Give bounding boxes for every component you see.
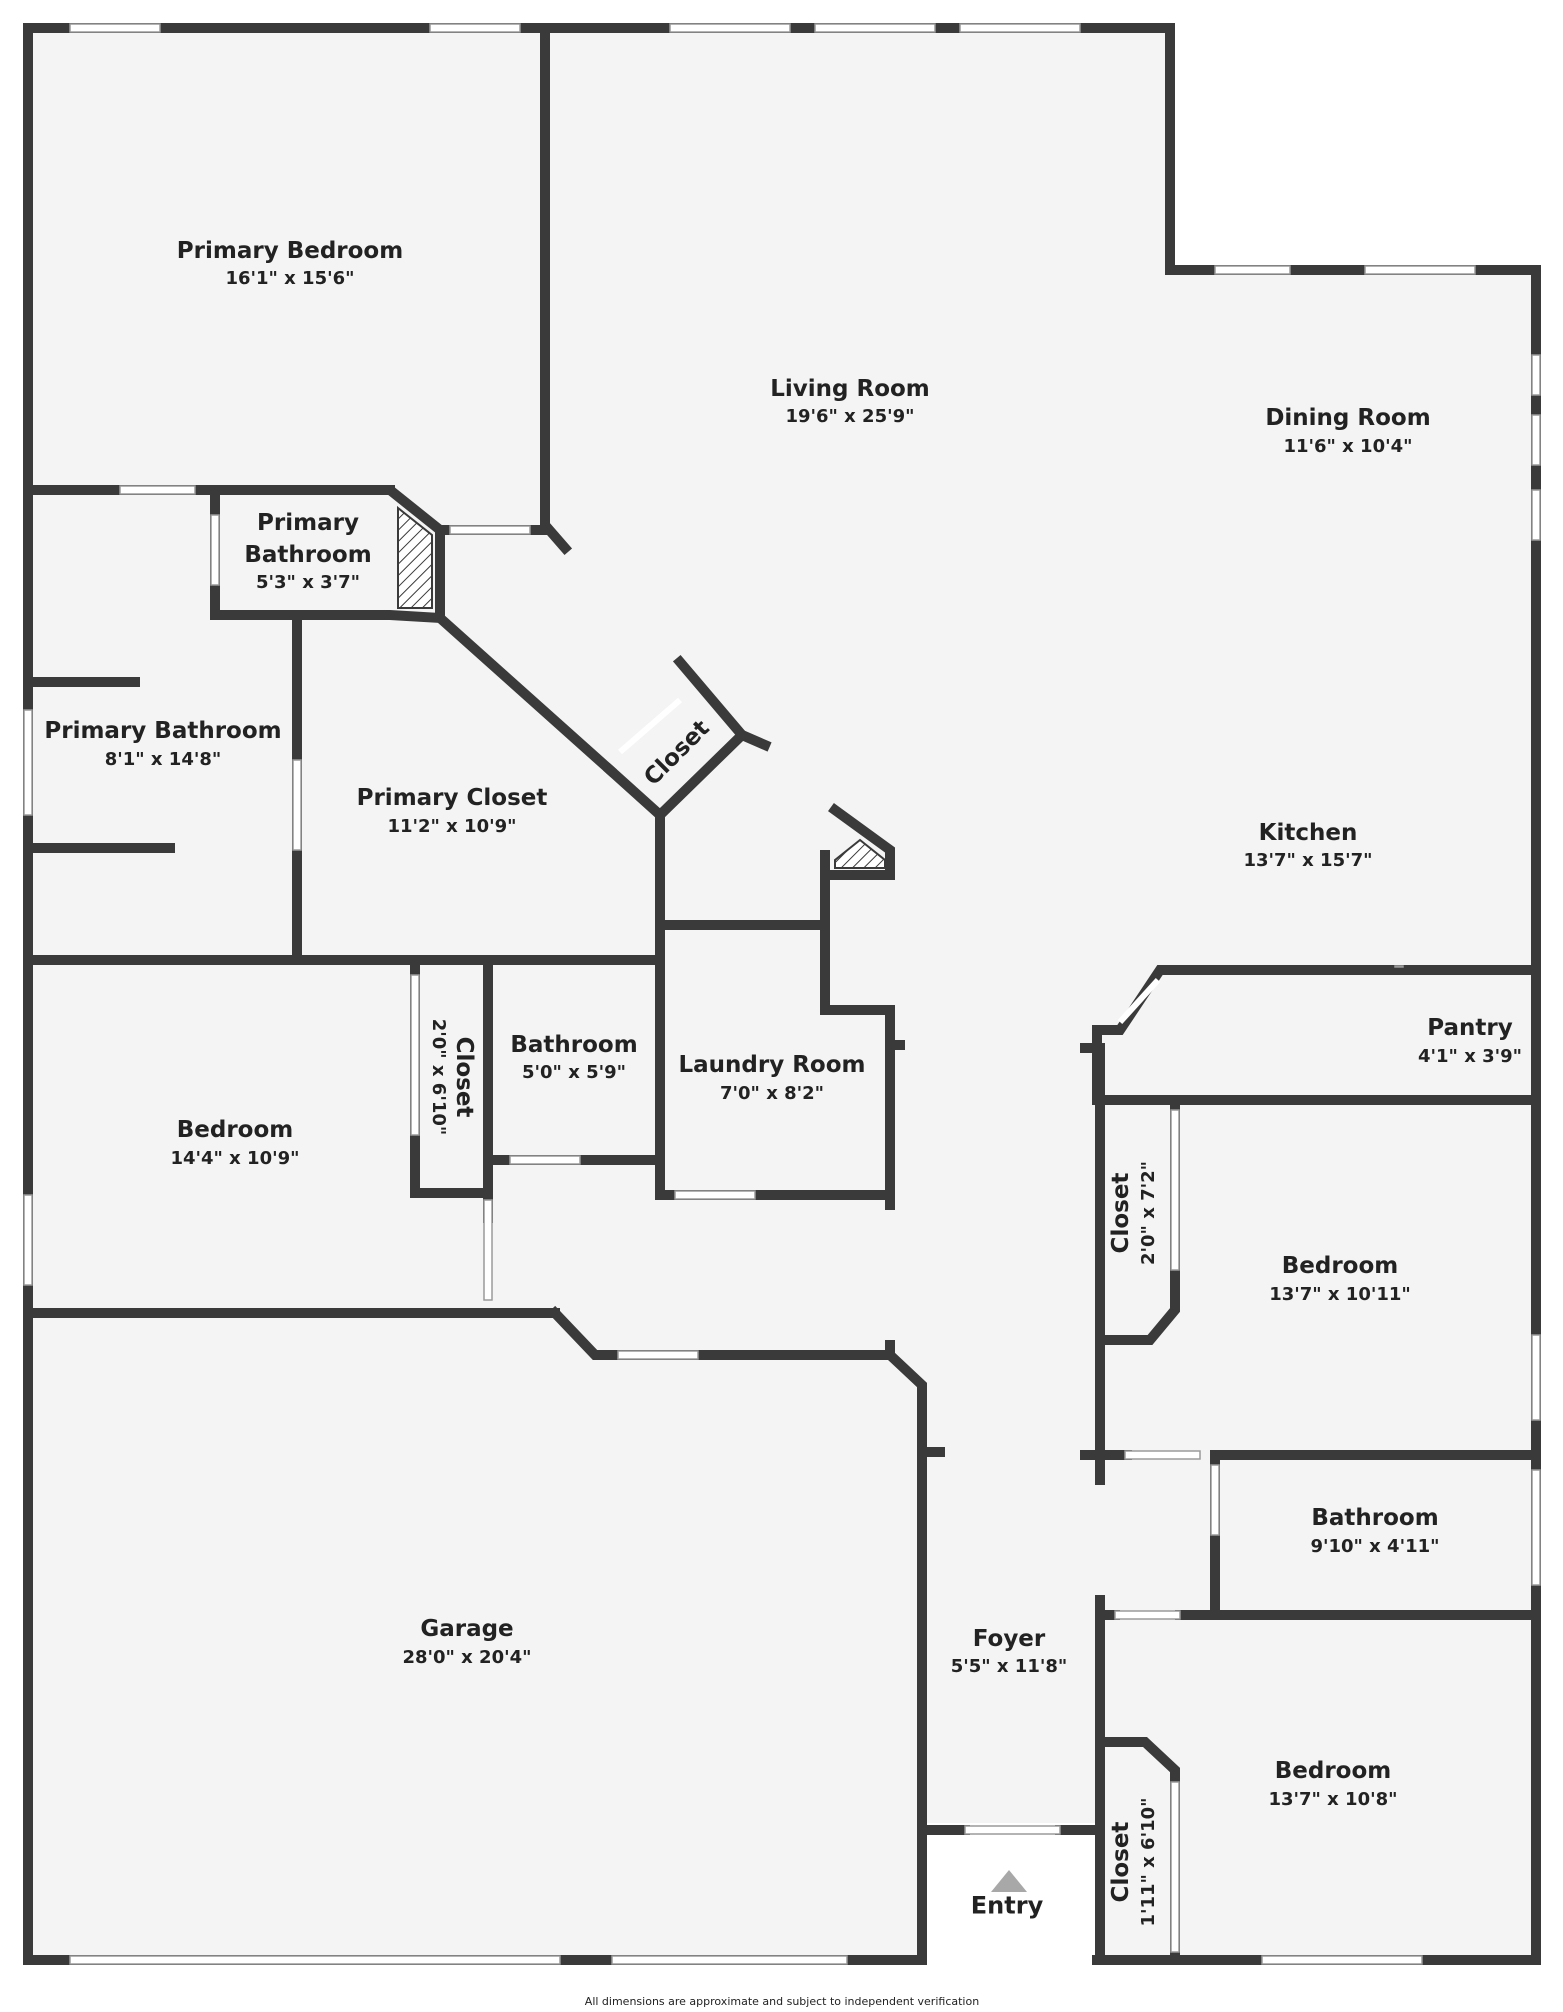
- foyer-dims: 5'5" x 11'8": [951, 1656, 1068, 1677]
- primary-bathroom-small-name-2: Bathroom: [244, 542, 371, 568]
- bedroom-east-2-dims: 13'7" x 10'8": [1268, 1789, 1397, 1810]
- bathroom-east-dims: 9'10" x 4'11": [1310, 1536, 1439, 1557]
- closet-west-name: Closet: [451, 1037, 477, 1118]
- disclaimer: All dimensions are approximate and subje…: [585, 1995, 979, 2008]
- living-room-dims: 19'6" x 25'9": [785, 406, 914, 427]
- pantry-name: Pantry: [1427, 1015, 1512, 1041]
- primary-bathroom-dims: 8'1" x 14'8": [105, 749, 222, 770]
- entry-area: [922, 1830, 1097, 1965]
- bathroom-center-name: Bathroom: [510, 1032, 637, 1058]
- foyer-name: Foyer: [973, 1626, 1046, 1652]
- bedroom-east-1-dims: 13'7" x 10'11": [1269, 1284, 1411, 1305]
- dining-room-dims: 11'6" x 10'4": [1283, 436, 1412, 457]
- primary-bedroom-name: Primary Bedroom: [177, 238, 403, 264]
- entry-label: Entry: [971, 1891, 1044, 1919]
- hatched-shaft: [834, 838, 886, 869]
- bedroom-west-dims: 14'4" x 10'9": [170, 1148, 299, 1169]
- closet-diag-window: [618, 697, 682, 755]
- bathroom-east-name: Bathroom: [1311, 1505, 1438, 1531]
- entry-arrow-icon: [991, 1870, 1027, 1892]
- windows: [23, 23, 1541, 1965]
- closet-east-1-name: Closet: [1108, 1173, 1134, 1254]
- closet-east-2-name: Closet: [1108, 1822, 1134, 1903]
- primary-closet-dims: 11'2" x 10'9": [387, 816, 516, 837]
- pantry-door-window: [1117, 977, 1161, 1025]
- bedroom-east-2-name: Bedroom: [1275, 1758, 1392, 1784]
- pantry-dims: 4'1" x 3'9": [1418, 1046, 1522, 1067]
- closet-east-1-dims: 2'0" x 7'2": [1138, 1161, 1159, 1265]
- garage-dims: 28'0" x 20'4": [402, 1647, 531, 1668]
- laundry-room-dims: 7'0" x 8'2": [720, 1083, 824, 1104]
- bedroom-east-1-name: Bedroom: [1282, 1253, 1399, 1279]
- dining-room-name: Dining Room: [1265, 405, 1430, 431]
- kitchen-dims: 13'7" x 15'7": [1243, 850, 1372, 871]
- garage-name: Garage: [420, 1616, 513, 1642]
- floor-area: [28, 28, 1536, 1960]
- primary-bathroom-small-dims: 5'3" x 3'7": [256, 572, 360, 593]
- bathroom-center-dims: 5'0" x 5'9": [522, 1062, 626, 1083]
- closet-east-2-dims: 1'11" x 6'10": [1138, 1797, 1159, 1926]
- walls: [23, 23, 1541, 1965]
- primary-closet-name: Primary Closet: [357, 785, 548, 811]
- bedroom-west-name: Bedroom: [177, 1117, 294, 1143]
- laundry-room-name: Laundry Room: [678, 1052, 865, 1078]
- primary-bathroom-small-name-1: Primary: [257, 510, 359, 536]
- closet-west-dims: 2'0" x 6'10": [428, 1019, 449, 1136]
- primary-bathroom-name: Primary Bathroom: [44, 718, 281, 744]
- living-room-name: Living Room: [770, 376, 930, 402]
- primary-bedroom-dims: 16'1" x 15'6": [225, 268, 354, 289]
- kitchen-name: Kitchen: [1259, 820, 1358, 846]
- hatched-chimney: [397, 505, 433, 609]
